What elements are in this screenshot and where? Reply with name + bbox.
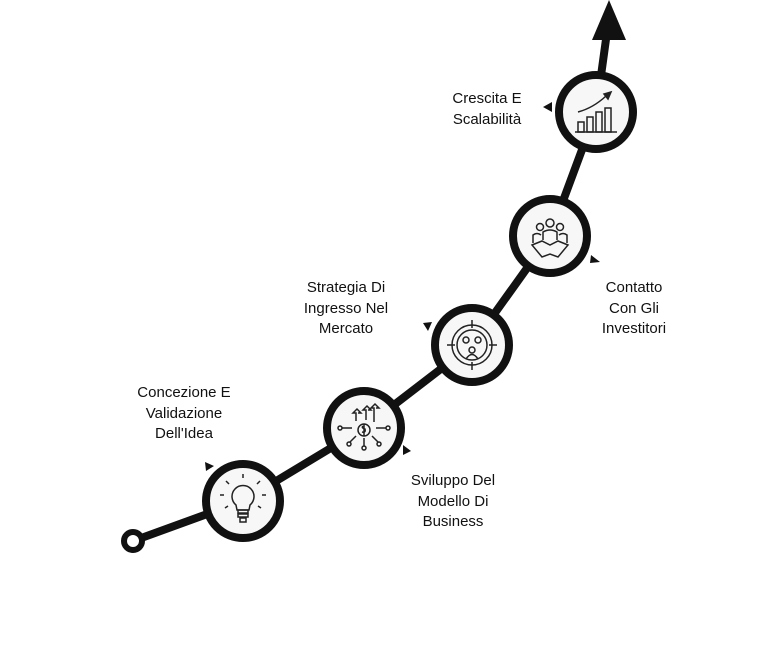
pointer-triangle	[590, 255, 600, 263]
step-node-5	[555, 71, 637, 153]
label-line: Dell'Idea	[155, 425, 213, 442]
step-label-3: Strategia Di Ingresso Nel Mercato	[261, 278, 431, 340]
start-node	[121, 529, 145, 553]
step-node-4	[509, 195, 591, 277]
label-line: Strategia Di	[306, 279, 386, 296]
step-label-4: Contatto Con Gli Investitori	[549, 278, 719, 340]
step-node-2	[323, 387, 405, 469]
pointer-triangle	[423, 322, 432, 331]
handshake-icon	[530, 218, 570, 258]
step-label-1: Concezione E Validazione Dell'Idea	[99, 383, 269, 445]
business-model-icon	[337, 402, 391, 451]
target-audience-icon	[447, 320, 497, 370]
growth-chart-icon	[575, 90, 617, 133]
label-line: Investitori	[601, 320, 667, 337]
step-node-3	[431, 304, 513, 386]
label-line: Crescita E	[452, 90, 522, 107]
label-line: Sviluppo Del	[410, 472, 496, 489]
arrow-head-icon	[592, 0, 626, 40]
pointer-triangle	[543, 102, 552, 112]
label-line: Modello Di	[417, 492, 489, 510]
label-line: Business	[422, 513, 484, 530]
label-line: Ingresso Nel	[303, 299, 389, 317]
label-line: Scalabilità	[452, 110, 522, 128]
label-line: Validazione	[145, 404, 223, 422]
step-node-1	[202, 460, 284, 542]
step-label-2: Sviluppo Del Modello Di Business	[368, 471, 538, 533]
label-line: Mercato	[318, 320, 374, 337]
label-line: Contatto	[605, 279, 663, 296]
pointer-triangle	[205, 462, 214, 471]
step-label-5: Crescita E Scalabilità	[402, 89, 572, 130]
label-line: Concezione E	[137, 384, 231, 401]
label-line: Con Gli	[608, 299, 660, 317]
lightbulb-icon	[220, 474, 266, 523]
pointer-triangle	[403, 445, 411, 455]
